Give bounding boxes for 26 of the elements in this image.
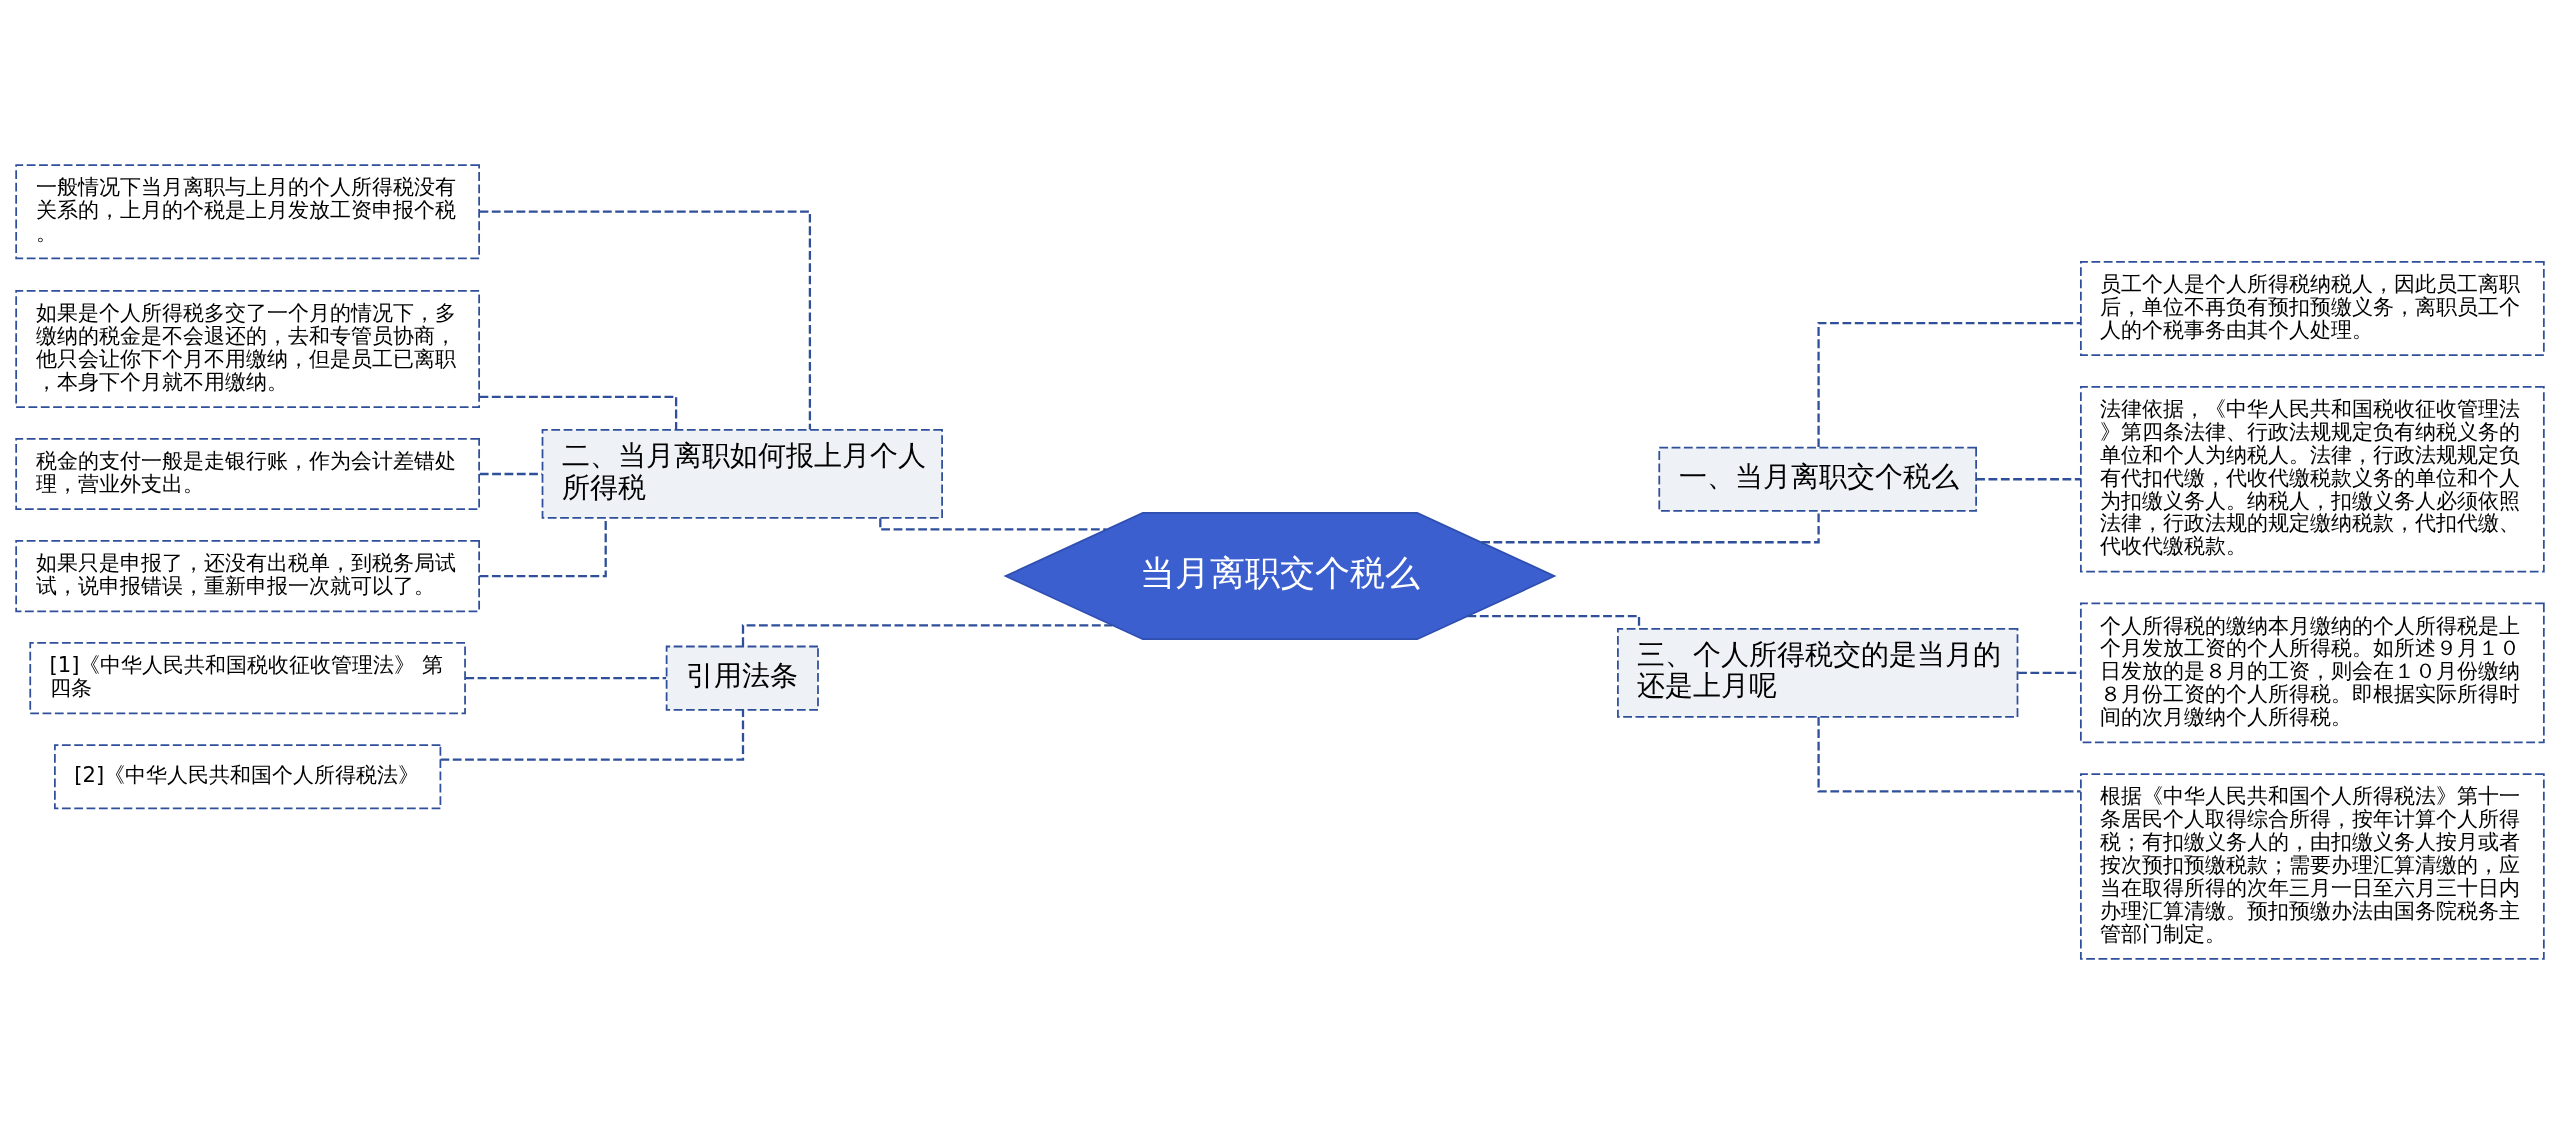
node-box: 引用法条 (665, 645, 819, 711)
connector (1976, 478, 2081, 481)
node-box: 法律依据，《中华人民共和国税收征收管理法》第四条法律、行政法规规定负有纳税义务的单位和个人为纳税人。法律，行政法规规定负有代扣代缴，代收代缴税款义务的单位和个人为扣缴义务人。纳税人，扣缴义务人必须依照法律，行政法规的规定缴纳税款，代扣代缴、代收代缴税款。 (2080, 385, 2545, 573)
node-box: 如果只是申报了，还没有出税单，到税务局试试，说申报错误，重新申报一次就可以了。 (15, 540, 480, 613)
node-box: 税金的支付一般是走银行账，作为会计差错处理，营业外支出。 (15, 437, 480, 511)
node-box: 二、当月离职如何报上月个人所得税 (541, 429, 943, 519)
connector (2018, 671, 2081, 675)
connector (1817, 717, 2081, 793)
connector (479, 472, 543, 476)
node-box: 如果是个人所得税多交了一个月的情况下，多缴纳的税金是不会退还的，去和专管员协商，他只会让你下个月不用缴纳，但是员工已离职，本身下个月就不用缴纳。 (15, 290, 480, 408)
node-box: 员工个人是个人所得税纳税人，因此员工离职后，单位不再负有预扣预缴义务，离职员工个人的个税事务由其个人处理。 (2080, 261, 2545, 357)
connector (879, 518, 1107, 531)
connector (440, 709, 745, 761)
connector (479, 518, 607, 578)
node-box: [1]《中华人民共和国税收征收管理法》 第四条 (29, 642, 466, 715)
node-box: 根据《中华人民共和国个人所得税法》第十一条居民个人取得综合所得，按年计算个人所得税；有扣缴义务人的，由扣缴义务人按月或者按次预扣预缴税款；需要办理汇算清缴的，应当在取得所得的次年三月一日至六月三十日内办理汇算清缴。预扣预缴办法由国务院税务主管部门制定。 (2080, 773, 2545, 960)
node-box: 三、个人所得税交的是当月的还是上月呢 (1617, 628, 2019, 718)
node-box: 个人所得税的缴纳本月缴纳的个人所得税是上个月发放工资的个人所得税。如所述９月１０日发放的是８月的工资，则会在１０月份缴纳８月份工资的个人所得税。即根据实际所得时间的次月缴纳个人所得税。 (2080, 602, 2545, 744)
connector (1817, 321, 2081, 447)
connector (1467, 615, 1641, 629)
node-box: [2]《中华人民共和国个人所得税法》 (54, 744, 442, 810)
connector (479, 210, 812, 430)
node-box: 一、当月离职交个税么 (1658, 446, 1977, 512)
node-box: 一般情况下当月离职与上月的个人所得税没有关系的，上月的个税是上月发放工资申报个税。 (15, 164, 480, 260)
connector (479, 395, 678, 430)
connector (465, 677, 667, 680)
